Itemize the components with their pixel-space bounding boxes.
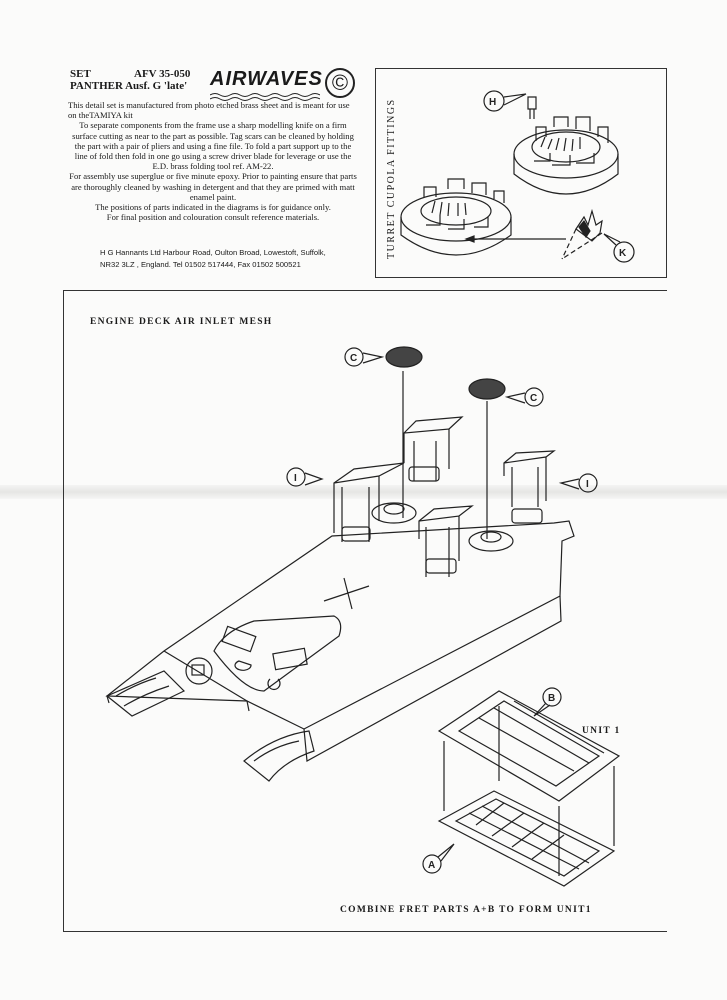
set-label: SET: [70, 68, 91, 80]
callout-i: I: [294, 473, 297, 484]
address-line: NR32 3LZ , England. Tel 01502 517444, Fa…: [100, 260, 301, 269]
instruction-paragraph: For final position and colouration consu…: [106, 212, 320, 223]
callout-c: C: [350, 353, 357, 364]
callout-h: H: [489, 97, 496, 108]
unit-label: UNIT 1: [582, 726, 621, 736]
callout-a: A: [428, 860, 435, 871]
turret-cupola-panel: TURRET CUPOLA FITTINGS: [375, 68, 667, 278]
callout-k: K: [619, 248, 627, 259]
instructions-text: This detail set is manufactured from pho…: [68, 100, 358, 222]
logo-waves: [210, 93, 320, 101]
product-code: AFV 35-050: [134, 68, 191, 80]
engine-deck-diagram: C C I I B A: [105, 346, 621, 887]
brand-name: AIRWAVES: [210, 68, 323, 90]
callout-b: B: [548, 693, 555, 704]
turret-cupola-diagram: H K: [400, 90, 635, 263]
address: H G Hannants Ltd Harbour Road, Oulton Br…: [100, 247, 326, 271]
engine-panel-title: ENGINE DECK AIR INLET MESH: [90, 317, 273, 327]
combine-instruction: COMBINE FRET PARTS A+B TO FORM UNIT1: [340, 905, 592, 915]
product-title: PANTHER Ausf. G 'late': [70, 80, 188, 92]
brand-logo: AIRWAVES: [210, 68, 323, 101]
instruction-paragraph: For assembly use superglue or five minut…: [69, 171, 357, 202]
instruction-paragraph: To separate components from the frame us…: [72, 120, 354, 172]
instruction-paragraph: The positions of parts indicated in the …: [95, 202, 331, 213]
paper-fold: [0, 485, 727, 499]
callout-c: C: [530, 393, 537, 404]
callout-i: I: [586, 479, 589, 490]
copyright-symbol: ©: [325, 68, 355, 98]
instruction-paragraph: This detail set is manufactured from pho…: [68, 100, 350, 121]
engine-deck-panel: ENGINE DECK AIR INLET MESH UNIT 1 COMBIN…: [63, 290, 667, 932]
address-line: H G Hannants Ltd Harbour Road, Oulton Br…: [100, 248, 326, 257]
